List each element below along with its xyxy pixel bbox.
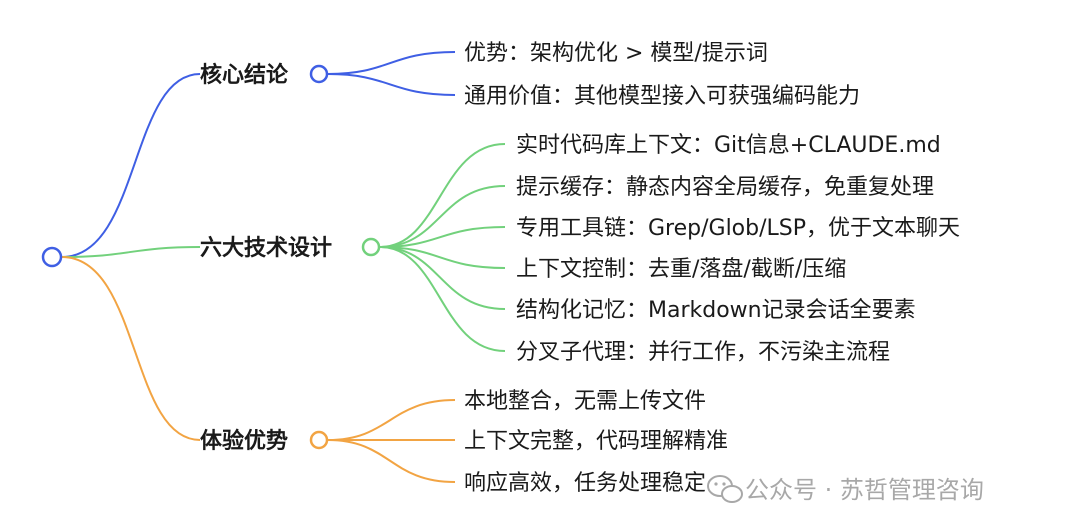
leaf-experience-1: 本地整合，无需上传文件 bbox=[464, 389, 706, 414]
leaf-experience-3: 响应高效，任务处理稳定 bbox=[464, 471, 706, 496]
leaf-design-2: 提示缓存：静态内容全局缓存，免重复处理 bbox=[516, 175, 934, 200]
leaf-conclusion-2: 通用价值：其他模型接入可获强编码能力 bbox=[464, 84, 860, 109]
design-leaf-line bbox=[379, 246, 506, 352]
conclusion-leaf-line bbox=[327, 51, 456, 75]
experience-leaf-line bbox=[327, 439, 456, 483]
design-leaf-line bbox=[379, 246, 506, 310]
root-to-experience-line bbox=[61, 256, 201, 441]
leaf-conclusion-1: 优势：架构优化 > 模型/提示词 bbox=[464, 41, 768, 66]
root-node[interactable] bbox=[41, 246, 63, 268]
design-leaf-line bbox=[379, 226, 506, 248]
leaf-design-6: 分叉子代理：并行工作，不污染主流程 bbox=[516, 340, 890, 365]
design-leaf-line bbox=[379, 143, 506, 248]
root-to-design-line bbox=[61, 246, 201, 258]
conclusion-node[interactable] bbox=[309, 64, 329, 84]
design-node[interactable] bbox=[361, 237, 381, 257]
leaf-design-4: 上下文控制：去重/落盘/截断/压缩 bbox=[516, 257, 846, 282]
leaf-design-1: 实时代码库上下文：Git信息+CLAUDE.md bbox=[516, 133, 941, 158]
leaf-design-5: 结构化记忆：Markdown记录会话全要素 bbox=[516, 298, 916, 323]
conclusion-leaf-line bbox=[327, 73, 456, 96]
experience-node[interactable] bbox=[309, 430, 329, 450]
watermark-text: 公众号 · 苏哲管理咨询 bbox=[745, 476, 984, 504]
leaf-experience-2: 上下文完整，代码理解精准 bbox=[464, 429, 728, 454]
wechat-icon bbox=[707, 475, 743, 503]
root-to-conclusion-line bbox=[61, 73, 201, 258]
branch-label-experience: 体验优势 bbox=[200, 428, 288, 454]
branch-label-design: 六大技术设计 bbox=[200, 236, 332, 261]
branch-label-conclusion: 核心结论 bbox=[200, 62, 289, 88]
design-leaf-line bbox=[379, 246, 506, 269]
leaf-design-3: 专用工具链：Grep/Glob/LSP，优于文本聊天 bbox=[516, 216, 960, 241]
design-leaf-line bbox=[379, 185, 506, 248]
experience-leaf-line bbox=[327, 399, 456, 441]
watermark: 公众号 · 苏哲管理咨询 bbox=[707, 475, 984, 504]
